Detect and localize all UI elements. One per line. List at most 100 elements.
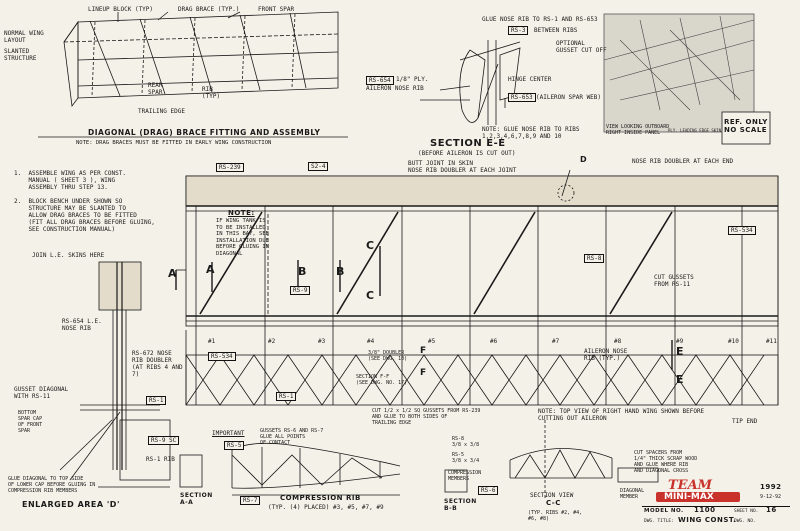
logo-bar xyxy=(656,492,740,502)
nose-rib-doubler-label: NOSE RIB DOUBLER AT EACH END xyxy=(632,158,734,165)
drawing-number-label: DWG. NO. xyxy=(734,519,756,524)
normal-wing-label: NORMAL WING LAYOUT xyxy=(4,30,44,44)
section-ee-sketch xyxy=(420,40,521,125)
section-cc-subtitle: (TYP. RIBS #2, #4, #6, #8) xyxy=(528,510,583,522)
rib-number-1: #1 xyxy=(208,338,216,345)
rib-number-2: #2 xyxy=(268,338,276,345)
section-view-label: SECTION VIEW xyxy=(530,492,574,499)
rs9-detail-tag: RS-9 SC xyxy=(148,436,180,445)
step-2: 2. BLOCK BENCH UNDER SHOWN SO STRUCTURE … xyxy=(14,198,155,233)
optional-gusset-label: OPTIONAL GUSSET CUT OFF xyxy=(556,40,607,54)
section-f-marker-2: F xyxy=(420,368,427,378)
logo-team-text: TEAM xyxy=(668,478,713,493)
wing-layout-sketch xyxy=(63,11,339,108)
section-a-marker: A xyxy=(168,267,178,280)
rs534-tag: RS-534 xyxy=(728,226,756,235)
rs1-tag: RS-1 xyxy=(276,392,297,401)
title-label: DWG. TITLE: xyxy=(644,519,674,524)
drag-brace-label: DRAG BRACE (TYP.) xyxy=(178,6,240,13)
logo-mini-max-text: MINI-MAX xyxy=(664,492,714,502)
wing-plan-outline xyxy=(175,169,779,406)
rs5-tag: RS-5 xyxy=(224,441,245,450)
photo-caption-ply: PLY. LEADING EDGE SKIN xyxy=(668,128,721,133)
hinge-center-label: HINGE CENTER xyxy=(508,76,552,83)
wing-tank-note: IF WING TANK IS TO BE INSTALLED IN THIS … xyxy=(216,218,269,257)
year-text: 1992 xyxy=(760,483,782,491)
d-marker: D xyxy=(580,155,588,164)
rs3-tag: RS-3 xyxy=(508,26,529,35)
rs5-size-label: RS-5 3/8 x 3/4 xyxy=(452,452,480,464)
rear-spar-label: REAR SPAR xyxy=(148,82,163,96)
section-f-marker: F xyxy=(420,346,427,356)
rs653-tag: RS-653 xyxy=(508,93,536,102)
enlarged-area-d-title: ENLARGED AREA 'D' xyxy=(22,500,120,509)
s24-tag: S2-4 xyxy=(308,162,329,171)
compression-rib-sketch xyxy=(179,442,468,496)
rs654-le-label: RS-654 L.E. NOSE RIB xyxy=(62,318,102,332)
sheet-number: 16 xyxy=(766,506,777,514)
rs6-tag: RS-6 xyxy=(478,486,499,495)
gussets-note: GUSSETS RS-6 AND RS-7 GLUE ALL POINTS OF… xyxy=(260,428,324,446)
compression-members-label: COMPRESSION MEMBERS xyxy=(448,470,482,482)
rib-number-3: #3 xyxy=(318,338,326,345)
important-label: IMPORTANT xyxy=(212,430,245,437)
section-c-marker-2: C xyxy=(366,289,375,302)
rib-label: RIB (TYP) xyxy=(202,86,221,100)
aileron-nose-rib-typ-label: AILERON NOSE RIB (TYP.) xyxy=(584,348,628,362)
aileron-nose-rib-label: AILERON NOSE RIB xyxy=(366,85,424,92)
step-1: 1. ASSEMBLE WING AS PER CONST. MANUAL ( … xyxy=(14,170,126,191)
rs8-tag: RS-8 xyxy=(584,254,605,263)
lineup-block-label: LINEUP BLOCK (TYP) xyxy=(88,6,154,13)
section-c-marker: C xyxy=(366,239,375,252)
bottom-spar-cap-label: BOTTOM SPAR CAP OF FRONT SPAR xyxy=(18,410,43,434)
rs239-tag: RS-239 xyxy=(216,163,244,172)
glue-diagonal-label: GLUE DIAGONAL TO TOP SIDE OF LOWER CAP B… xyxy=(8,476,96,494)
top-view-note: NOTE: TOP VIEW OF RIGHT HAND WING SHOWN … xyxy=(538,408,705,422)
section-ee-subtitle: (BEFORE AILERON IS CUT OUT) xyxy=(418,150,516,157)
glue-nose-rib-label: GLUE NOSE RIB TO RS-1 AND RS-653 xyxy=(482,16,598,23)
rib-number-6: #6 xyxy=(490,338,498,345)
cut-gussets-label: CUT GUSSETS FROM RS-11 xyxy=(654,274,694,288)
date-text: 9-12-92 xyxy=(760,494,782,500)
compression-rib-subtitle: (TYP. (4) PLACED) #3, #5, #7, #9 xyxy=(268,504,384,511)
photo-caption: VIEW LOOKING OUTBOARD RIGHT INSIDE PANEL xyxy=(606,124,670,136)
title-block-table: MODEL NO. 1100 SHEET NO. 16 DWG. TITLE: … xyxy=(642,506,790,527)
doubler-label: 3/8" DOUBLER (SEE DWG. 10) xyxy=(368,350,408,362)
tip-end-label: TIP END xyxy=(732,418,758,425)
model-label: MODEL NO. xyxy=(644,508,684,514)
rib-number-8: #8 xyxy=(614,338,622,345)
diagonal-brace-title: DIAGONAL (DRAG) BRACE FITTING AND ASSEMB… xyxy=(88,128,321,137)
model-number: 1100 xyxy=(694,506,716,514)
rs1-rib-label: RS-1 RIB xyxy=(146,456,175,463)
drawing-title: WING CONST. xyxy=(678,516,737,524)
section-a-marker-2: A xyxy=(206,263,216,276)
rib-number-7: #7 xyxy=(552,338,560,345)
rs9-tag: RS-9 xyxy=(290,286,311,295)
wing-tank-note-title: NOTE: xyxy=(228,209,255,217)
rs672-label: RS-672 NOSE RIB DOUBLER (AT RIBS 4 AND 7… xyxy=(132,350,183,378)
rs7-tag: RS-7 xyxy=(240,496,261,505)
diagonal-member-label: DIAGONAL MEMBER xyxy=(620,488,645,500)
section-e-marker-2: E xyxy=(676,373,685,386)
section-cc-sketch xyxy=(509,420,659,500)
between-ribs-label: BETWEEN RIBS xyxy=(534,27,578,34)
section-bb-label: SECTION B-B xyxy=(444,498,477,512)
rs534-tag-lower: RS-534 xyxy=(208,352,236,361)
rs1-detail-tag: RS-1 xyxy=(146,396,167,405)
section-aa-label: SECTION A-A xyxy=(180,492,213,506)
rs8-size-label: RS-8 3/8 x 3/8 xyxy=(452,436,480,448)
rib-number-5: #5 xyxy=(428,338,436,345)
section-e-marker: E xyxy=(676,345,685,358)
compression-rib-title: COMPRESSION RIB xyxy=(280,494,361,502)
rib-number-11: #11 xyxy=(766,338,777,345)
cut-strips-label: CUT 1/2 x 1/2 SQ GUSSETS FROM RS-239 AND… xyxy=(372,408,481,426)
sheet-label: SHEET NO. xyxy=(734,509,759,514)
join-le-skins-label: JOIN L.E. SKINS HERE xyxy=(32,252,105,259)
diagonal-brace-note: NOTE: DRAG BRACES MUST BE FITTED IN EARL… xyxy=(76,140,272,146)
rib-number-4: #4 xyxy=(367,338,375,345)
gusset-diagonal-label: GUSSET DIAGONAL WITH RS-11 xyxy=(14,386,69,400)
rs654-tag: RS-654 xyxy=(366,76,394,85)
title-block: TEAM MINI-MAX 1992 9-12-92 MODEL NO. 110… xyxy=(642,478,792,526)
rib-number-9: #9 xyxy=(676,338,684,345)
